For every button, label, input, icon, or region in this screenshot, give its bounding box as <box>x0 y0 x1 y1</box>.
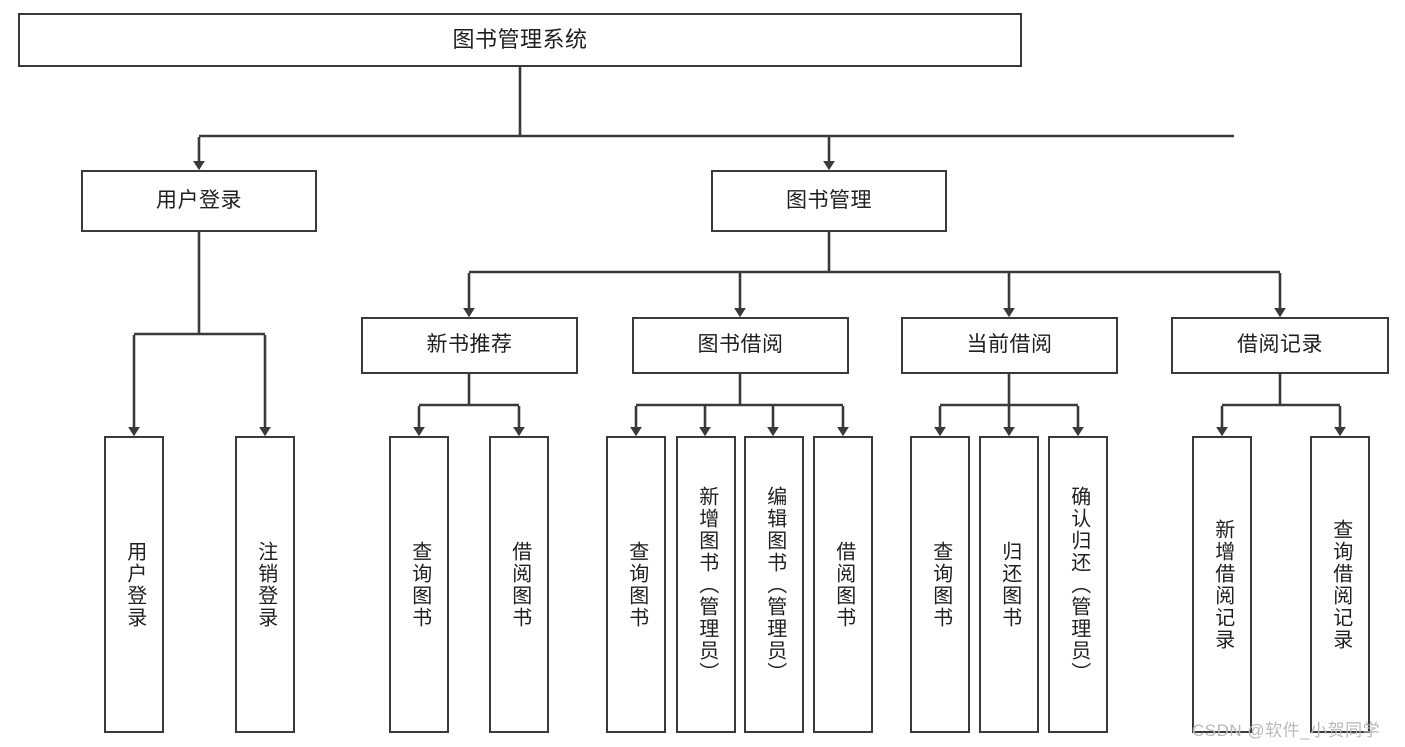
node-leaf-query-record-label: 查询借阅记录 <box>1329 518 1352 651</box>
node-leaf-logout-login-label: 注销登录 <box>254 540 277 629</box>
node-leaf-user-login-label: 用户登录 <box>123 540 146 629</box>
node-book-borrow[interactable]: 图书借阅 <box>632 317 849 374</box>
node-leaf-return-book[interactable]: 归还图书 <box>979 436 1039 733</box>
node-leaf-borrow-book-2-label: 借阅图书 <box>832 540 855 629</box>
node-leaf-add-record[interactable]: 新增借阅记录 <box>1192 436 1252 733</box>
node-leaf-edit-book-label: 编辑图书（管理员） <box>763 485 786 684</box>
node-borrow-record-label: 借阅记录 <box>1237 333 1323 357</box>
node-leaf-query-book-1-label: 查询图书 <box>408 540 431 629</box>
node-leaf-logout-login[interactable]: 注销登录 <box>235 436 295 733</box>
node-borrow-record[interactable]: 借阅记录 <box>1171 317 1389 374</box>
node-leaf-user-login[interactable]: 用户登录 <box>104 436 164 733</box>
node-user-login-label: 用户登录 <box>156 188 242 212</box>
node-book-borrow-label: 图书借阅 <box>697 333 784 357</box>
node-leaf-borrow-book-1[interactable]: 借阅图书 <box>489 436 549 733</box>
node-root-label: 图书管理系统 <box>452 27 588 53</box>
node-book-manage[interactable]: 图书管理 <box>711 170 947 232</box>
node-leaf-query-book-3-label: 查询图书 <box>929 540 952 629</box>
node-root[interactable]: 图书管理系统 <box>18 13 1022 67</box>
node-leaf-borrow-book-2[interactable]: 借阅图书 <box>813 436 873 733</box>
node-leaf-query-book-1[interactable]: 查询图书 <box>389 436 449 733</box>
node-new-book-recommend[interactable]: 新书推荐 <box>361 317 578 374</box>
node-leaf-return-book-label: 归还图书 <box>998 540 1021 629</box>
node-leaf-edit-book[interactable]: 编辑图书（管理员） <box>744 436 804 733</box>
node-current-borrow[interactable]: 当前借阅 <box>901 317 1118 374</box>
node-leaf-query-record[interactable]: 查询借阅记录 <box>1310 436 1370 733</box>
watermark: CSDN @软件_小贺同学 <box>1192 721 1381 740</box>
node-leaf-confirm-return[interactable]: 确认归还（管理员） <box>1048 436 1108 733</box>
node-leaf-query-book-3[interactable]: 查询图书 <box>910 436 970 733</box>
node-leaf-query-book-2[interactable]: 查询图书 <box>606 436 666 733</box>
node-new-book-recommend-label: 新书推荐 <box>426 333 513 357</box>
node-leaf-add-book-label: 新增图书（管理员） <box>695 485 718 684</box>
node-current-borrow-label: 当前借阅 <box>966 333 1053 357</box>
node-leaf-borrow-book-1-label: 借阅图书 <box>508 540 531 629</box>
node-leaf-add-record-label: 新增借阅记录 <box>1211 518 1234 651</box>
node-leaf-add-book[interactable]: 新增图书（管理员） <box>676 436 736 733</box>
node-user-login[interactable]: 用户登录 <box>81 170 317 232</box>
node-book-manage-label: 图书管理 <box>786 188 872 212</box>
node-leaf-confirm-return-label: 确认归还（管理员） <box>1067 485 1090 684</box>
node-leaf-query-book-2-label: 查询图书 <box>625 540 648 629</box>
